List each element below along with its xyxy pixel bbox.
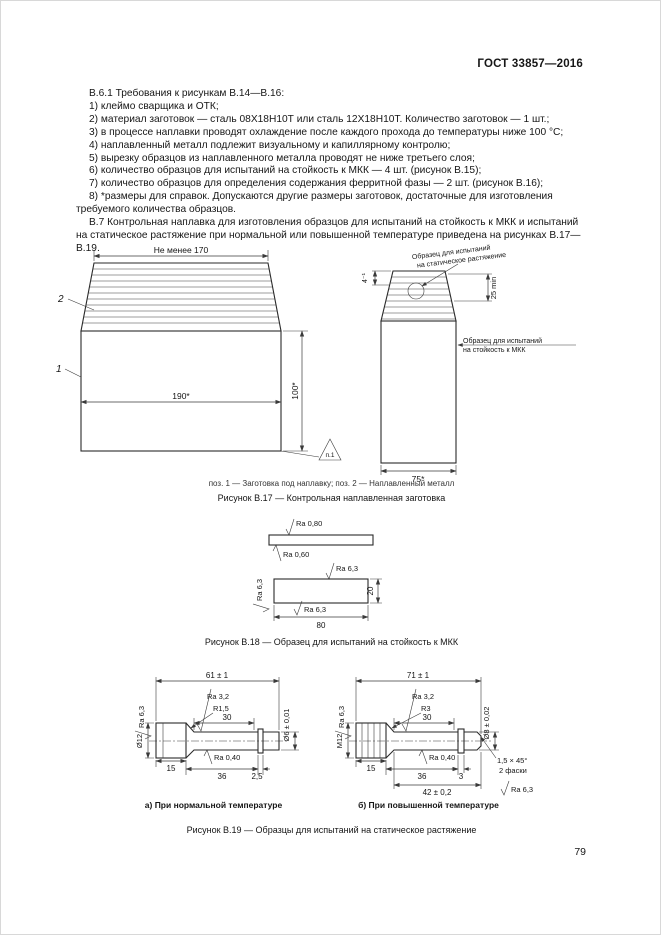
dim-label: 25 min — [489, 277, 498, 300]
dim-label: 36 — [218, 772, 227, 781]
dim-label: 3 — [459, 772, 464, 781]
dim-label: Ø8 ± 0,02 — [482, 707, 491, 740]
weld-layers-side — [381, 276, 456, 320]
roughness-icon — [500, 780, 510, 796]
radius-label: R1,5 — [213, 704, 229, 713]
weld-bead-side — [380, 270, 457, 322]
position-callout: 1 — [56, 364, 62, 375]
dim-label: 100* — [290, 382, 300, 400]
dim-label: 80 — [317, 621, 326, 630]
chamfer-label: 2 фаски — [499, 766, 527, 775]
note-label: п.1 — [326, 452, 335, 459]
mkk-specimen-label: на стойкость к МКК — [463, 346, 526, 354]
specimen-high-temp: 71 ± 1 Ra 6,3 Ra 3,2 R3 30 M12 Ø8 ± 0,02 — [334, 671, 533, 797]
list-item: 5) вырезку образцов из наплавленного мет… — [89, 152, 475, 164]
roughness-label: Ra 0,40 — [429, 753, 455, 762]
roughness-icon — [418, 749, 428, 765]
roughness-label: Ra 6,3 — [304, 605, 326, 614]
workpiece-side-view — [380, 320, 457, 464]
specimen-collar — [457, 728, 465, 754]
figure-b17-caption: Рисунок В.17 — Контрольная наплавленная … — [217, 493, 446, 503]
thin-plate — [268, 534, 374, 546]
dim-label: 30 — [423, 713, 432, 722]
list-item: 1) клеймо сварщика и ОТК; — [89, 100, 219, 112]
chamfer-label: 1,5 × 45° — [497, 756, 527, 765]
specimen-collar — [257, 728, 264, 754]
dim-label: 36 — [418, 772, 427, 781]
roughness-icon — [203, 749, 213, 765]
thick-plate — [273, 578, 369, 604]
figure-b18-drawing: Ra 0,80 Ra 0,60 Ra 6,3 Ra 6,3 20 Ra 6,3 … — [252, 518, 382, 630]
subfigure-a-caption: а) При нормальной температуре — [144, 800, 283, 810]
roughness-label-rotated: Ra 6,3 — [252, 579, 270, 613]
roughness-label: Ra 6,3 — [336, 564, 358, 573]
mkk-specimen-label: Образец для испытаний — [463, 337, 542, 345]
weld-bead-front — [80, 262, 282, 332]
body-text: В.6.1 Требования к рисункам В.14—В.16: 1… — [76, 88, 588, 256]
radius-label: R3 — [421, 704, 431, 713]
dim-label: 61 ± 1 — [206, 671, 229, 680]
list-item: 4) наплавленный металл подлежит визуальн… — [89, 139, 451, 151]
dim-label: 15 — [367, 764, 376, 773]
dim-label: 15 — [167, 764, 176, 773]
figure-b17-drawing: Не менее 170 2 1 190* 100* п.1 4⁻¹ 25 mi… — [56, 244, 576, 484]
page-number: 79 — [574, 846, 586, 858]
list-item: 3) в процессе наплавки проводят охлажден… — [89, 126, 564, 138]
roughness-icon — [252, 603, 270, 613]
roughness-icon — [325, 562, 335, 580]
list-item: 7) количество образцов для определения с… — [89, 178, 544, 190]
roughness-label: Ra 3,2 — [412, 692, 434, 701]
dim-label: Ø6 ± 0,01 — [282, 709, 291, 742]
roughness-icon — [401, 688, 417, 732]
roughness-label: Ra 6,3 — [137, 706, 146, 728]
dim-label: 71 ± 1 — [407, 671, 430, 680]
list-item: 2) материал заготовок — сталь 08Х18Н10Т … — [89, 113, 550, 125]
roughness-label: Ra 0,60 — [283, 550, 309, 559]
list-item: 6) количество образцов для испытаний на … — [89, 165, 482, 177]
roughness-icon — [272, 544, 282, 562]
roughness-label: Ra 6,3 — [337, 706, 346, 728]
roughness-icon — [285, 518, 295, 536]
figure-b19-caption: Рисунок В.19 — Образцы для испытаний на … — [186, 825, 477, 835]
dim-label: 75* — [412, 474, 425, 484]
specimen-head — [155, 722, 187, 759]
dim-label: Не менее 170 — [154, 245, 209, 255]
dim-label: M12 — [335, 734, 344, 749]
standard-number: ГОСТ 33857—2016 — [477, 58, 583, 70]
specimen-normal-temp: 61 ± 1 Ra 6,3 Ra 3,2 R1,5 30 Ø12 Ø6 ± 0,… — [134, 671, 299, 781]
dim-label: 2,5 — [251, 772, 263, 781]
figure-b19-drawing: 61 ± 1 Ra 6,3 Ra 3,2 R1,5 30 Ø12 Ø6 ± 0,… — [134, 671, 533, 797]
roughness-icon — [196, 688, 212, 732]
tension-specimen-label: Образец для испытаний на статическое рас… — [411, 244, 506, 270]
roughness-label: Ra 6,3 — [511, 785, 533, 794]
list-item: 8) *размеры для справок. Допускаются дру… — [76, 191, 553, 216]
subfigure-b-caption: б) При повышенной температуре — [358, 800, 499, 810]
position-callout: 2 — [57, 294, 64, 305]
dim-label: 42 ± 0,2 — [423, 788, 452, 797]
roughness-label: Ra 0,40 — [214, 753, 240, 762]
weld-layers-front — [81, 268, 281, 324]
clause-b61: В.6.1 Требования к рисункам В.14—В.16: — [89, 88, 285, 99]
figure-b17-positions: поз. 1 — Заготовка под наплавку; поз. 2 … — [208, 479, 455, 488]
dim-label: 190* — [172, 391, 190, 401]
note-triangle-icon — [318, 438, 342, 461]
roughness-label: Ra 3,2 — [207, 692, 229, 701]
dim-label: 4⁻¹ — [362, 272, 369, 283]
clause-b7: В.7 Контрольная наплавка для изготовлени… — [76, 217, 581, 254]
roughness-label: Ra 6,3 — [255, 579, 264, 601]
dim-label: 30 — [223, 713, 232, 722]
roughness-label: Ra 0,80 — [296, 519, 322, 528]
specimen-location-circle — [407, 282, 425, 300]
figure-b18-caption: Рисунок В.18 — Образец для испытаний на … — [204, 637, 459, 647]
specimen-head-threaded — [355, 722, 387, 759]
dim-label: 20 — [366, 586, 375, 595]
dim-label: Ø12 — [135, 734, 144, 748]
